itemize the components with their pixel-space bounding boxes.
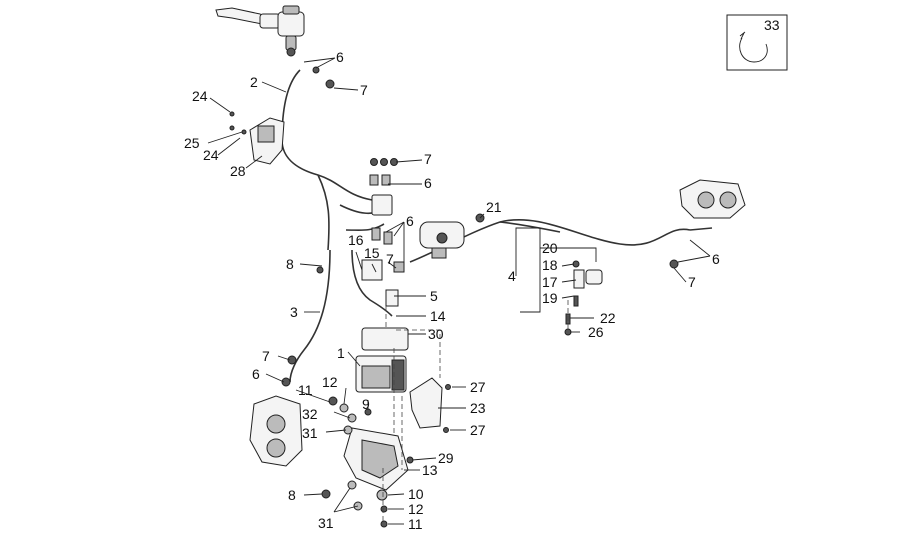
brake-hoses [281, 69, 713, 383]
label-6: 6 [252, 366, 260, 382]
label-29: 29 [438, 450, 454, 466]
abs-control-unit [355, 327, 409, 393]
label-31: 31 [302, 425, 318, 441]
label-18: 18 [542, 257, 558, 273]
label-2: 2 [250, 74, 258, 90]
label-32: 32 [302, 406, 318, 422]
label-22: 22 [600, 310, 616, 326]
abs-upper-fittings [361, 158, 405, 307]
label-11: 11 [298, 382, 313, 398]
label-19: 19 [542, 290, 558, 306]
label-11: 11 [408, 516, 423, 532]
label-1: 1 [337, 345, 345, 361]
label-3: 3 [290, 304, 298, 320]
label-30: 30 [428, 326, 444, 342]
label-7: 7 [386, 251, 394, 267]
label-20: 20 [542, 240, 558, 256]
label-13: 13 [422, 462, 438, 478]
label-6: 6 [336, 49, 344, 65]
label-15: 15 [364, 245, 380, 261]
label-6: 6 [424, 175, 432, 191]
label-24: 24 [203, 147, 219, 163]
label-7: 7 [360, 82, 368, 98]
label-27: 27 [470, 379, 486, 395]
label-4: 4 [508, 268, 516, 284]
label-8: 8 [286, 256, 294, 272]
label-17: 17 [542, 274, 558, 290]
label-7: 7 [424, 151, 432, 167]
support-bracket-13 [343, 427, 414, 491]
label-14: 14 [430, 308, 446, 324]
label-6: 6 [712, 251, 720, 267]
label-5: 5 [430, 288, 438, 304]
bracket-23 [409, 377, 451, 433]
leader-lines [207, 57, 711, 525]
callout-labels: 6 7 2 24 25 24 28 7 6 6 16 15 7 8 3 5 14… [184, 49, 720, 532]
label-26: 26 [588, 324, 604, 340]
label-27: 27 [470, 422, 486, 438]
label-25: 25 [184, 135, 200, 151]
label-23: 23 [470, 400, 486, 416]
label-12: 12 [408, 501, 424, 517]
label-21: 21 [486, 199, 502, 215]
label-8: 8 [288, 487, 296, 503]
label-9: 9 [362, 396, 370, 412]
front-brake-caliper [249, 355, 303, 467]
label-7: 7 [688, 274, 696, 290]
label-28: 28 [230, 163, 246, 179]
label-31: 31 [318, 515, 334, 531]
label-24: 24 [192, 88, 208, 104]
label-16: 16 [348, 232, 364, 248]
inset-clip-ring-box: 33 [726, 14, 788, 71]
label-12: 12 [322, 374, 338, 390]
label-7: 7 [262, 348, 270, 364]
bracket-28 [229, 111, 285, 165]
alignment-dashes [382, 300, 569, 524]
label-6: 6 [406, 213, 414, 229]
label-10: 10 [408, 486, 424, 502]
rear-brake-caliper [669, 179, 746, 269]
label-33: 33 [764, 17, 780, 33]
front-master-cylinder [215, 5, 305, 57]
rear-master-cylinder [419, 221, 465, 259]
hardware-fasteners [312, 66, 603, 528]
